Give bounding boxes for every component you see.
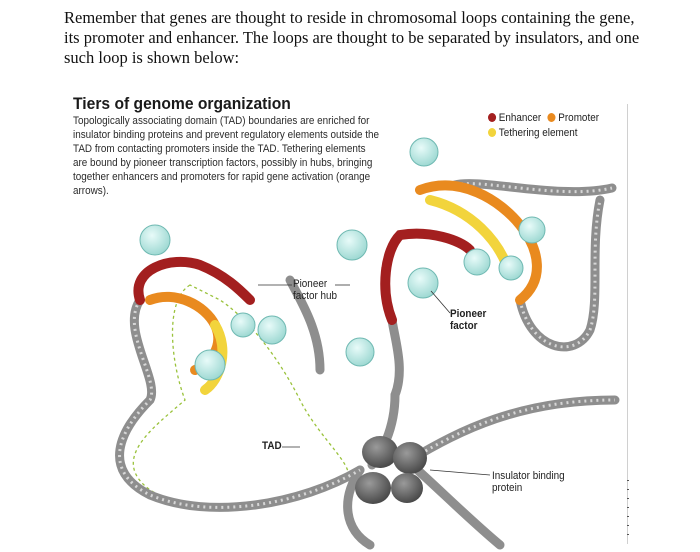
insulator-protein: [393, 442, 427, 474]
pioneer-factor-ball: [337, 230, 367, 260]
page-divider: [627, 104, 628, 544]
pioneer-factor-ball: [258, 316, 286, 344]
callout-pioneer-factor-hub: Pioneer factor hub: [293, 278, 338, 302]
pioneer-factor-ball: [195, 350, 225, 380]
insulator-binding-proteins: [355, 436, 427, 504]
pioneer-factor-ball: [140, 225, 170, 255]
pioneer-factor-ball: [231, 313, 255, 337]
pioneer-factor-ball: [410, 138, 438, 166]
insulator-protein: [391, 473, 423, 503]
pioneer-factor-ball: [499, 256, 523, 280]
insulator-protein: [362, 436, 398, 468]
pioneer-factor-ball: [464, 249, 490, 275]
divider-ticks: [627, 480, 629, 540]
callout-tad: TAD: [262, 440, 282, 452]
pioneer-factors: [140, 138, 545, 380]
callout-pioneer-factor: Pioneer factor: [450, 308, 491, 332]
pioneer-factor-ball: [346, 338, 374, 366]
pioneer-factor-ball: [519, 217, 545, 243]
callout-insulator-binding-protein: Insulator binding protein: [492, 470, 573, 494]
insulator-protein: [355, 472, 391, 504]
